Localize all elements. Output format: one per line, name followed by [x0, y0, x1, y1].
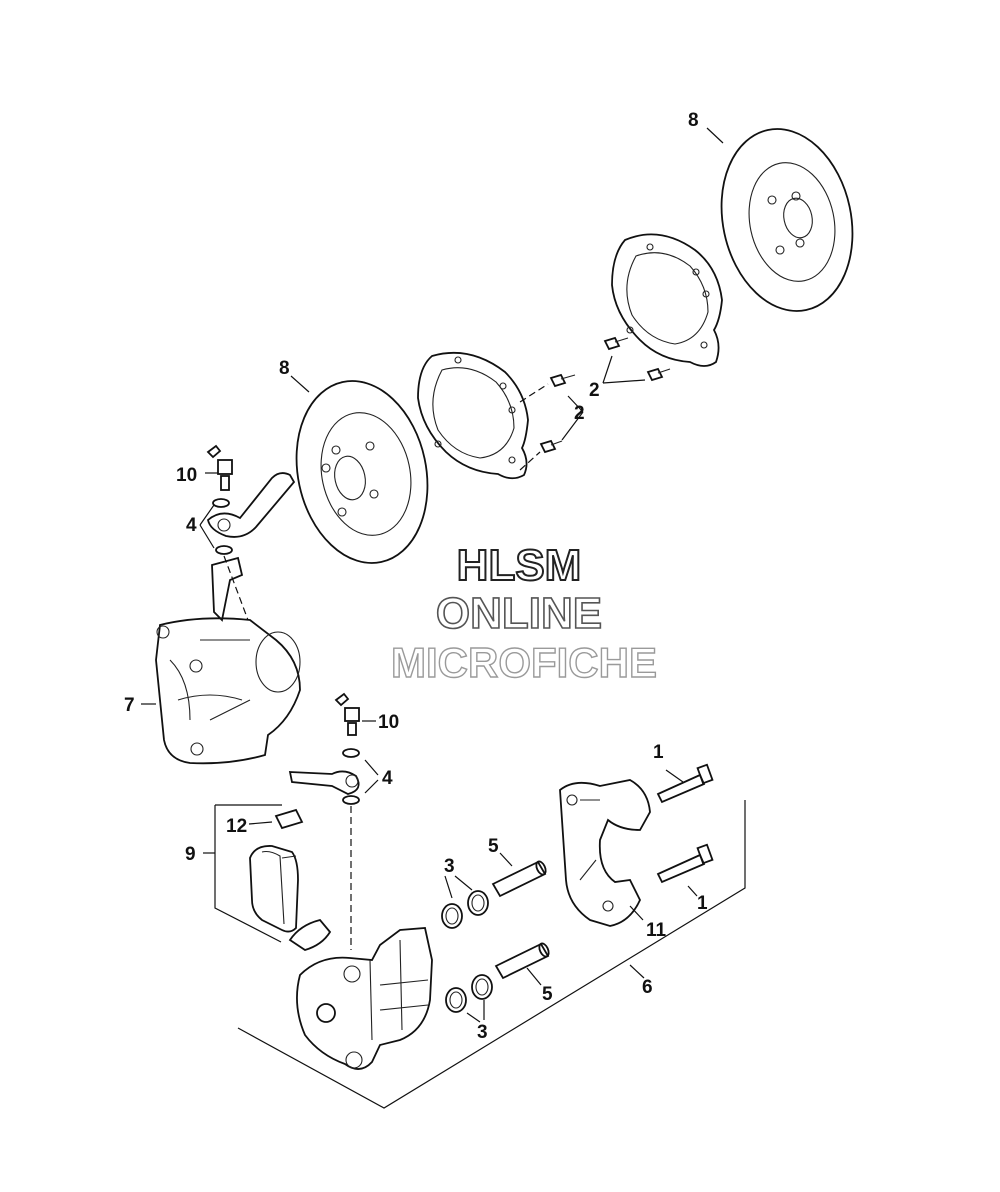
callout-9: 9	[185, 844, 196, 865]
callout-7: 7	[124, 695, 135, 716]
assembly-outline	[237, 800, 746, 1109]
caliper-assembly-part	[141, 556, 301, 765]
callout-5-top: 5	[488, 836, 499, 857]
rotor-rear-part	[706, 127, 854, 312]
callout-10-lower: 10	[378, 712, 399, 733]
banjo-fitting-upper-part	[199, 472, 296, 621]
callout-5-bottom: 5	[542, 984, 553, 1005]
bleeder-screw-lower-part	[334, 692, 376, 736]
rotor-front-part	[290, 375, 429, 564]
callout-6: 6	[642, 977, 653, 998]
callout-4-upper: 4	[186, 515, 197, 536]
banjo-fitting-lower-part	[288, 748, 379, 950]
callout-4-lower: 4	[382, 768, 393, 789]
watermark-line-2: ONLINE	[436, 589, 602, 638]
seal-part	[441, 875, 493, 1023]
watermark: HLSM ONLINE MICROFICHE	[390, 540, 657, 687]
bolt-part	[602, 336, 671, 384]
callout-8-middle: 8	[279, 358, 290, 379]
callout-3-top: 3	[444, 856, 455, 877]
backing-plate-front-part	[417, 351, 529, 480]
callout-10-upper: 10	[176, 465, 197, 486]
callout-2-middle: 2	[574, 403, 585, 424]
callout-12: 12	[226, 816, 247, 837]
callout-2-right: 2	[589, 380, 600, 401]
callout-8-top: 8	[688, 110, 699, 131]
watermark-line-1: HLSM	[457, 541, 582, 590]
backing-plate-rear-part	[611, 233, 723, 367]
guide-pin-part	[491, 852, 550, 986]
bracket-bolt-part	[656, 763, 714, 897]
callout-1-bottom: 1	[697, 893, 708, 914]
callout-1-top: 1	[653, 742, 664, 763]
callout-11: 11	[646, 920, 667, 941]
watermark-line-3: MICROFICHE	[391, 639, 657, 686]
bolt-part	[519, 373, 584, 471]
caliper-bracket-part	[559, 779, 651, 927]
callout-3-bottom: 3	[477, 1022, 488, 1043]
caliper-housing-part	[288, 918, 433, 1070]
brake-pad-kit-part	[203, 804, 304, 943]
bleeder-screw-upper-part	[205, 444, 233, 491]
